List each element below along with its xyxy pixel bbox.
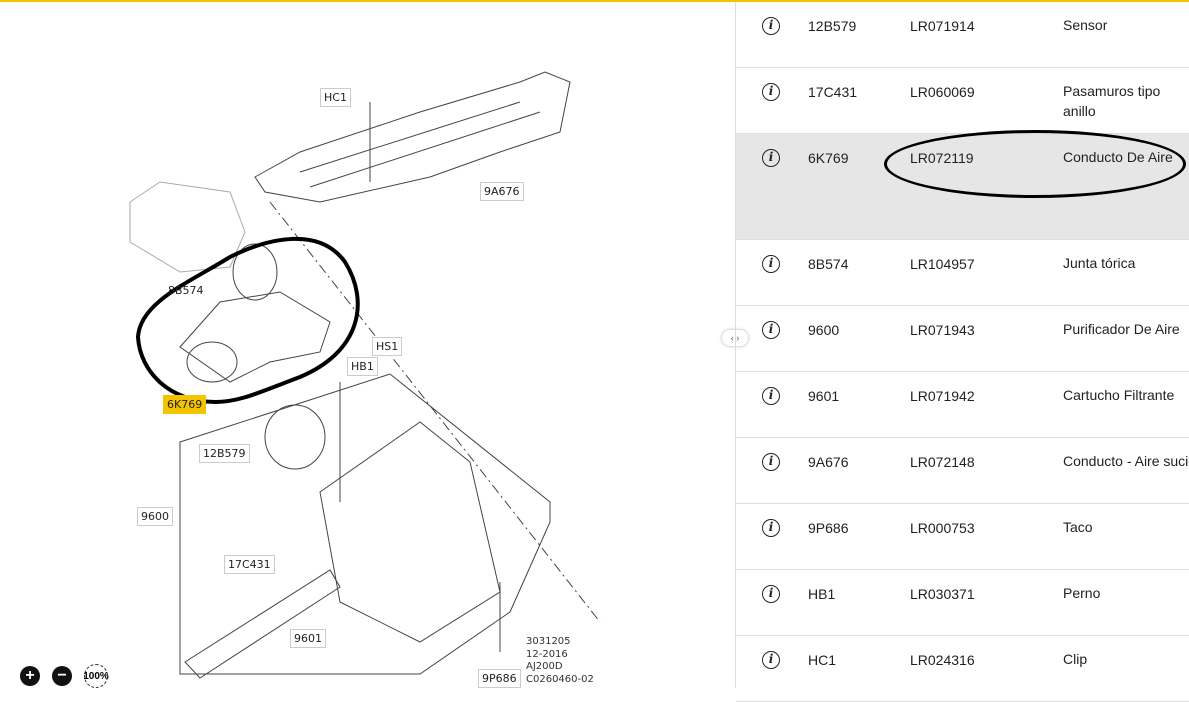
reference-number: HC1 [808,652,837,668]
part-description: Perno [1063,585,1101,601]
reference-number: 8B574 [808,256,849,272]
reference-number: 9600 [808,322,840,338]
reference-number: 12B579 [808,18,857,34]
part-number: LR072119 [910,150,974,166]
info-cell: i [736,68,808,133]
callout-6k769[interactable]: 6K769 [163,395,207,414]
callout-9600[interactable]: 9600 [137,507,173,526]
parts-row[interactable]: i 12B579 LR071914 Sensor [736,2,1189,68]
parts-row[interactable]: i HC1 LR024316 Clip [736,636,1189,702]
part-number: LR071943 [910,322,975,338]
parts-diagram[interactable]: HC1 9A676 8B574 HS1 HB1 6K769 12B579 960… [0,2,722,688]
zoom-out-button[interactable]: − [52,666,72,686]
info-cell: i [736,240,808,305]
info-arrow-icon[interactable]: i [762,255,780,273]
part-description: Clip [1063,651,1088,667]
part-number: LR104957 [910,256,975,272]
info-cell: i [736,372,808,437]
part-description: Conducto De Aire [1063,149,1173,165]
part-number: LR072148 [910,454,975,470]
part-description: Taco [1063,519,1093,535]
reference-number: 9A676 [808,454,849,470]
info-arrow-icon[interactable]: i [762,321,780,339]
parts-row[interactable]: i 9A676 LR072148 Conducto - Aire sucio [736,438,1189,504]
callout-17c431[interactable]: 17C431 [224,555,275,574]
part-number: LR024316 [910,652,975,668]
info-cell: i [736,636,808,701]
part-number: LR071914 [910,18,975,34]
info-arrow-icon[interactable]: i [762,585,780,603]
zoom-in-button[interactable]: + [20,666,40,686]
parts-row[interactable]: i 9P686 LR000753 Taco [736,504,1189,570]
stamp-line: AJ200D [526,661,563,672]
reference-number: 6K769 [808,150,849,166]
exploded-view-drawing [129,71,601,679]
callout-hb1[interactable]: HB1 [347,357,378,376]
info-cell: i [736,504,808,569]
drawing-stamp: 3031205 12-2016 AJ200D C0260460-02 [526,636,594,686]
info-cell: i [736,306,808,371]
part-number: LR060069 [910,84,975,100]
zoom-reset-button[interactable]: 100% [83,664,109,688]
reference-number: 9601 [808,388,840,404]
part-number: LR030371 [910,586,975,602]
info-cell: i [736,2,808,67]
callout-9601[interactable]: 9601 [290,629,326,648]
parts-row[interactable]: i 17C431 LR060069 Pasamuros tipo anillo [736,68,1189,134]
callout-9a676[interactable]: 9A676 [480,182,524,201]
info-arrow-icon[interactable]: i [762,651,780,669]
part-number: LR071942 [910,388,975,404]
reference-number: 17C431 [808,84,858,100]
parts-row[interactable]: i 6K769 LR072119 Conducto De Aire [736,134,1189,240]
stamp-line: C0260460-02 [526,673,594,685]
callout-hs1[interactable]: HS1 [372,337,403,356]
callout-12b579[interactable]: 12B579 [199,444,250,463]
info-arrow-icon[interactable]: i [762,83,780,101]
parts-row[interactable]: i 8B574 LR104957 Junta tórica [736,240,1189,306]
info-arrow-icon[interactable]: i [762,519,780,537]
part-description: Purificador De Aire [1063,321,1180,337]
part-description: Sensor [1063,17,1108,33]
info-cell: i [736,134,808,239]
info-cell: i [736,438,808,503]
parts-row[interactable]: i HB1 LR030371 Perno [736,570,1189,636]
callout-9p686[interactable]: 9P686 [478,669,521,688]
callout-hc1[interactable]: HC1 [320,88,351,107]
callout-8b574[interactable]: 8B574 [168,284,204,297]
reference-number: 9P686 [808,520,849,536]
info-arrow-icon[interactable]: i [762,453,780,471]
parts-row[interactable]: i 9601 LR071942 Cartucho Filtrante [736,372,1189,438]
parts-row[interactable]: i 9600 LR071943 Purificador De Aire [736,306,1189,372]
top-accent-bar [0,0,1189,2]
part-description: Junta tórica [1063,255,1136,271]
part-description: Conducto - Aire sucio [1063,453,1189,469]
zoom-controls: + − 100% [20,664,109,688]
info-arrow-icon[interactable]: i [762,387,780,405]
part-number: LR000753 [910,520,975,536]
info-arrow-icon[interactable]: i [762,149,780,167]
part-description: Cartucho Filtrante [1063,387,1175,403]
info-cell: i [736,570,808,635]
info-arrow-icon[interactable]: i [762,17,780,35]
part-description: Pasamuros tipo anillo [1063,83,1161,119]
reference-number: HB1 [808,586,836,602]
stamp-line: 12-2016 [526,648,568,660]
stamp-line: 3031205 [526,636,571,647]
